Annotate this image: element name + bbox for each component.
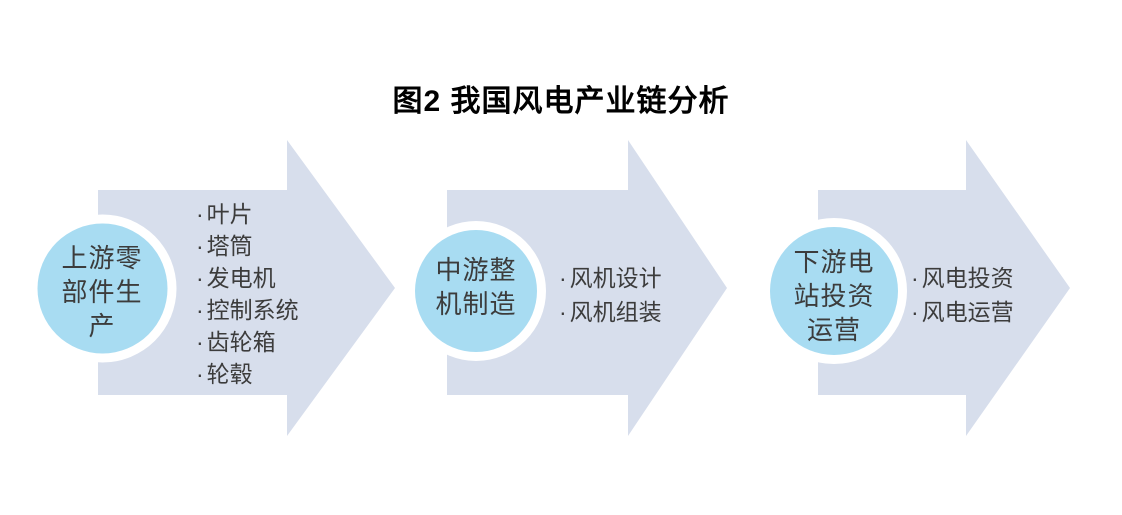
stage-1-label-line-1: 上游零	[61, 243, 143, 273]
stage-3-items-list: · 风电投资 · 风电运营	[911, 261, 1014, 329]
list-item: · 齿轮箱	[196, 326, 299, 358]
stage-2-circle-label: 中游整 机制造	[435, 253, 516, 321]
list-item-label: 风机组装	[569, 299, 662, 325]
stage-3-circle-label: 下游电 站投资 运营	[793, 245, 874, 347]
list-item: · 风电投资	[911, 261, 1014, 295]
list-item-label: 轮毂	[206, 361, 253, 387]
stage-2-shape-group	[406, 140, 727, 436]
stage-1-label-line-2: 部件生	[61, 277, 143, 307]
stage-1-items-list: · 叶片 · 塔筒 · 发电机 · 控制系统 · 齿轮箱 · 轮毂	[196, 198, 299, 390]
list-item-label: 控制系统	[206, 297, 299, 323]
list-item-label: 风电运营	[921, 299, 1014, 325]
stage-2-items-list: · 风机设计 · 风机组装	[559, 261, 662, 329]
bullet-dot: ·	[196, 297, 204, 323]
list-item: · 风电运营	[911, 295, 1014, 329]
bullet-dot: ·	[559, 299, 567, 325]
bullet-dot: ·	[196, 361, 204, 387]
figure-title: 图2 我国风电产业链分析	[392, 85, 730, 118]
list-item-label: 风机设计	[569, 265, 662, 291]
stage-2-arrow-shape	[447, 140, 727, 436]
list-item: · 叶片	[196, 198, 299, 230]
bullet-dot: ·	[911, 299, 919, 325]
stage-3-label-line-1: 下游电	[793, 247, 875, 277]
list-item-label: 风电投资	[921, 265, 1014, 291]
list-item: · 塔筒	[196, 230, 299, 262]
list-item: · 发电机	[196, 262, 299, 294]
stage-1-label-line-3: 产	[88, 311, 116, 341]
list-item-label: 发电机	[206, 265, 276, 291]
stage-1-arrow-shape	[98, 140, 395, 436]
stage-3-shape-group	[761, 140, 1070, 436]
stage-3-label-line-3: 运营	[806, 315, 862, 345]
bullet-dot: ·	[196, 265, 204, 291]
bullet-dot: ·	[196, 329, 204, 355]
bullet-dot: ·	[196, 201, 204, 227]
list-item-label: 塔筒	[206, 233, 253, 259]
stage-2-circle	[415, 230, 537, 352]
stage-2-label-line-2: 机制造	[435, 289, 517, 319]
bullet-dot: ·	[196, 233, 204, 259]
list-item: · 轮毂	[196, 358, 299, 390]
stage-1-circle-label: 上游零 部件生 产	[61, 241, 142, 343]
list-item-label: 叶片	[206, 201, 253, 227]
stage-3-circle	[770, 227, 898, 355]
bullet-dot: ·	[559, 265, 567, 291]
stage-1-shape-group	[28, 140, 395, 436]
list-item-label: 齿轮箱	[206, 329, 276, 355]
stage-1-circle	[37, 223, 168, 354]
list-item: · 风机设计	[559, 261, 662, 295]
stage-2-label-line-1: 中游整	[435, 255, 517, 285]
list-item: · 风机组装	[559, 295, 662, 329]
stage-3-label-line-2: 站投资	[793, 281, 875, 311]
bullet-dot: ·	[911, 265, 919, 291]
list-item: · 控制系统	[196, 294, 299, 326]
stage-3-arrow-shape	[818, 140, 1070, 436]
